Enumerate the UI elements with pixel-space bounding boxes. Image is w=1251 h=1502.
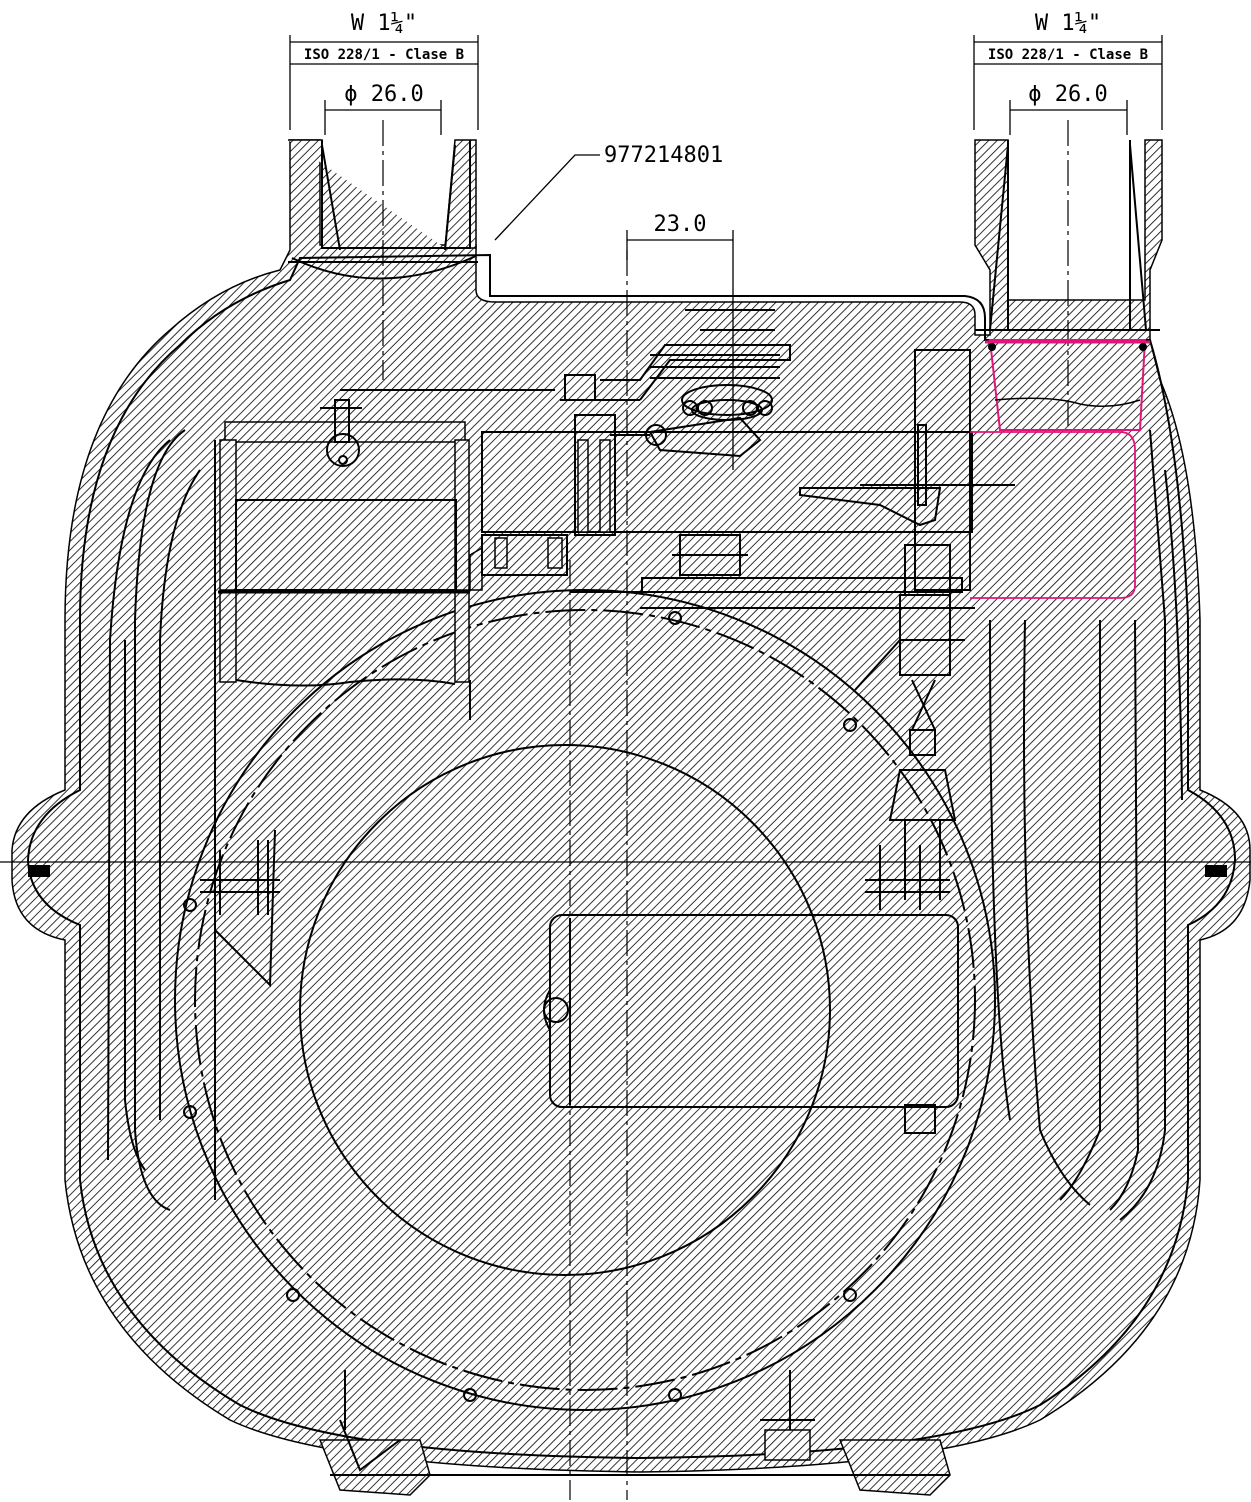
- part-number-label: 977214801: [604, 143, 723, 168]
- central-mechanism: [481, 309, 975, 691]
- bottom-feet: [318, 1370, 951, 1496]
- right-standard-label: ISO 228/1 - Clase B: [988, 47, 1148, 63]
- left-valve-housing: [214, 389, 555, 988]
- left-standard-label: ISO 228/1 - Clase B: [304, 47, 464, 63]
- offset-label: 23.0: [654, 212, 707, 237]
- part-number-leader: [494, 154, 600, 241]
- left-gasket: [28, 865, 50, 877]
- right-ribs: [989, 429, 1183, 1221]
- left-cross-marks: [200, 840, 280, 915]
- right-outlet-neck: [975, 140, 1160, 331]
- right-diameter-label: ϕ 26.0: [1028, 82, 1107, 107]
- outer-casing: [11, 139, 1251, 1473]
- measuring-drum: [174, 589, 996, 1411]
- left-dimension-group: [289, 35, 479, 380]
- left-thread-label: W 1¼": [351, 11, 417, 36]
- outlet-insert-highlight: [970, 339, 1150, 599]
- right-dimension-group: [973, 35, 1163, 430]
- drum-bolt-holes: [183, 611, 857, 1402]
- right-gasket: [1205, 865, 1227, 877]
- control-rod: [799, 349, 1015, 910]
- counter-capsule: [543, 914, 959, 1134]
- right-thread-label: W 1¼": [1035, 11, 1101, 36]
- offset-dimension-group: [569, 230, 734, 1500]
- left-diameter-label: ϕ 26.0: [344, 82, 423, 107]
